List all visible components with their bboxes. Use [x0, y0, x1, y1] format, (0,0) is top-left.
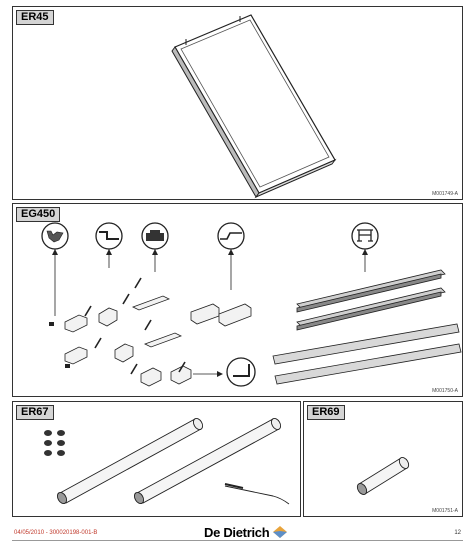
figure-reference: M001749-A [432, 191, 458, 197]
page-number: 12 [454, 530, 461, 536]
panel-tag: EG450 [16, 207, 61, 222]
profile-icon-rail-section [351, 222, 379, 250]
profile-icon-angle [226, 357, 256, 387]
document-date-reference: 04/05/2010 - 300020198-001-B [14, 530, 98, 536]
mounting-kit-illustration [41, 222, 462, 387]
panel-er45: ER45 M001749-A [12, 6, 463, 200]
solar-collector-illustration [171, 14, 337, 199]
profile-icon-z-bracket [95, 222, 123, 250]
brand-logo: De Dietrich [204, 525, 287, 540]
panel-eg450: EG450 [12, 203, 463, 397]
footer-divider [12, 540, 463, 541]
panel-er69: ER69 M001751-A [303, 401, 463, 517]
profile-icon-clamp [141, 222, 169, 250]
panel-tag: ER67 [16, 405, 54, 420]
figure-reference: M001750-A [432, 388, 458, 394]
connection-pipes-illustration [44, 417, 290, 505]
brand-name: De Dietrich [204, 525, 270, 540]
short-pipe-illustration [356, 457, 410, 495]
panel-er67: ER67 [12, 401, 301, 517]
profile-icon-rail-bracket [217, 222, 245, 250]
profile-icon-hook [41, 222, 69, 250]
panel-tag: ER45 [16, 10, 54, 25]
brand-mark-icon [272, 526, 287, 538]
figure-reference: M001751-A [432, 508, 458, 514]
panel-tag: ER69 [307, 405, 345, 420]
